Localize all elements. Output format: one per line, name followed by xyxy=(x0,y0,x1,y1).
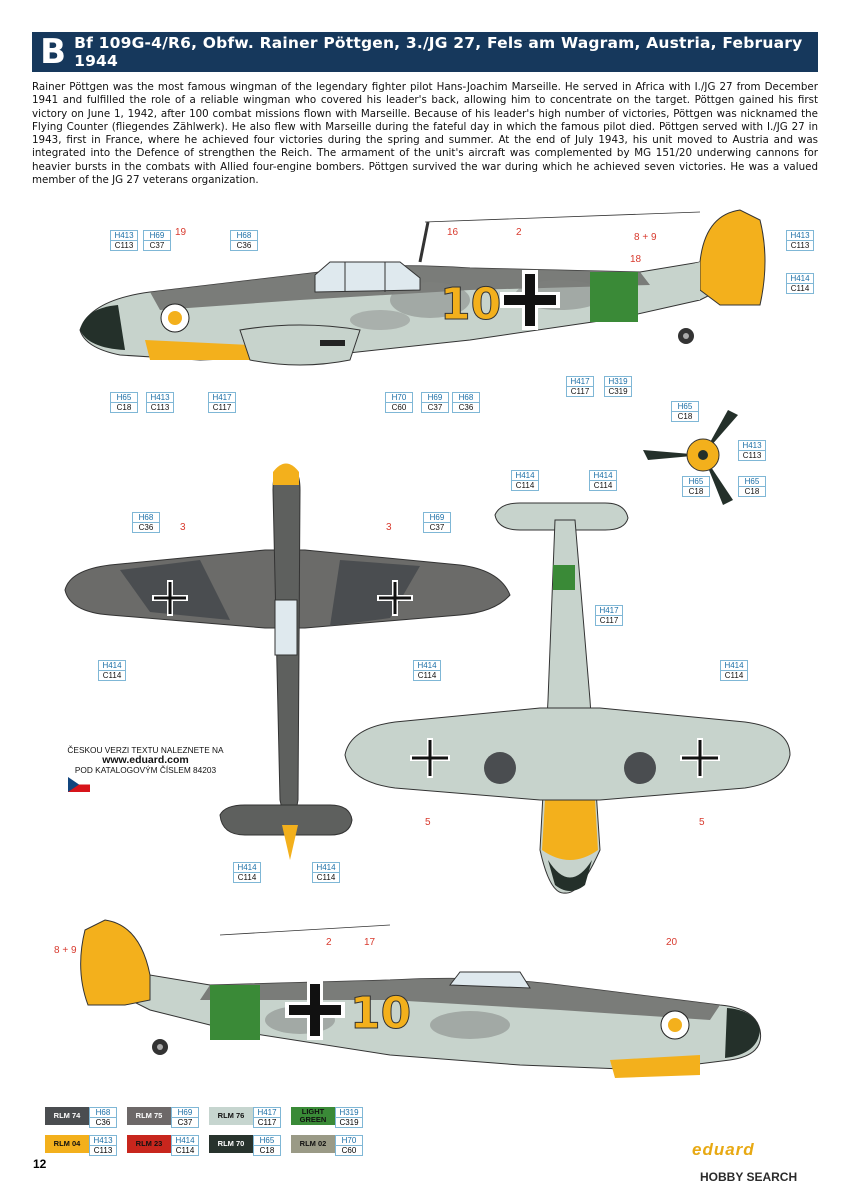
decal-number: 3 xyxy=(180,522,186,533)
hobby-search-watermark: HOBBY SEARCH xyxy=(700,1170,798,1184)
decal-number: 16 xyxy=(447,227,459,238)
page-number: 12 xyxy=(33,1157,47,1171)
decal-number: 5 xyxy=(425,817,431,828)
top-view xyxy=(64,463,511,860)
czech-flag-icon xyxy=(68,777,90,792)
bottom-view xyxy=(344,502,791,894)
side-view-right xyxy=(80,919,762,1078)
decal-number: 2 xyxy=(326,937,332,948)
side-view-left xyxy=(79,209,766,366)
profile-title: Bf 109G-4/R6, Obfw. Rainer Pöttgen, 3./J… xyxy=(74,34,803,70)
website-link[interactable]: www.eduard.com xyxy=(102,754,189,766)
eduard-logo: eduard xyxy=(692,1140,755,1159)
czech-version-note: ČESKOU VERZI TEXTU NALEZNETE NA www.edua… xyxy=(63,745,228,775)
decal-number: 20 xyxy=(666,937,678,948)
decal-number: 8 + 9 xyxy=(634,232,657,243)
decal-number: 17 xyxy=(364,937,376,948)
decal-number: 8 + 9 xyxy=(54,945,77,956)
fuselage-code-left: 10 xyxy=(439,279,502,331)
profile-description: Rainer Pöttgen was the most famous wingm… xyxy=(32,81,818,187)
decal-number: 19 xyxy=(175,227,187,238)
propeller-detail xyxy=(643,410,738,505)
decal-number: 18 xyxy=(630,254,642,265)
profile-header: B Bf 109G-4/R6, Obfw. Rainer Pöttgen, 3.… xyxy=(32,32,818,72)
profile-letter: B xyxy=(40,32,66,72)
decal-number: 2 xyxy=(516,227,522,238)
decal-number: 5 xyxy=(699,817,705,828)
decal-number: 3 xyxy=(386,522,392,533)
fuselage-code-right: 10 xyxy=(349,988,412,1040)
